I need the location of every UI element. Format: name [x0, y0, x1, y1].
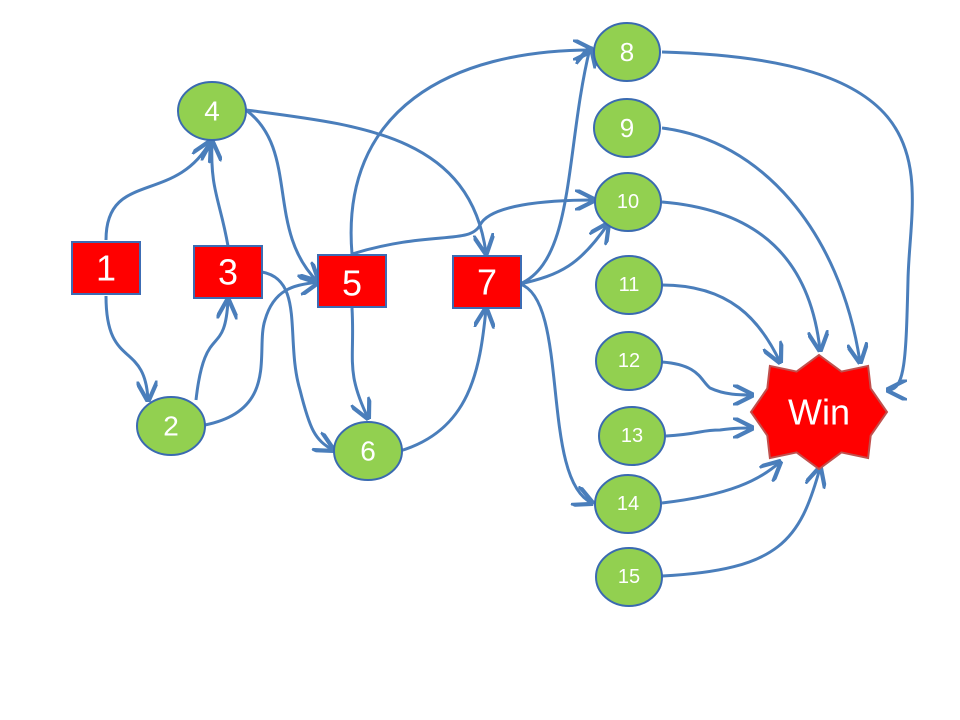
node-5[interactable]: 5: [317, 254, 387, 308]
win-label: Win: [788, 392, 850, 433]
edge-10-win: [661, 200, 820, 350]
edge-3-4: [212, 142, 230, 247]
node-2[interactable]: 2: [136, 396, 206, 456]
node-2-label: 2: [163, 411, 179, 442]
node-3-label: 3: [218, 252, 238, 293]
edge-4-5: [245, 108, 318, 282]
win-node[interactable]: Win: [749, 353, 889, 471]
node-10-label: 10: [617, 191, 639, 213]
node-11[interactable]: 11: [595, 255, 663, 315]
node-14[interactable]: 14: [594, 474, 662, 534]
node-9[interactable]: 9: [593, 98, 661, 158]
node-1[interactable]: 1: [71, 241, 141, 295]
node-12[interactable]: 12: [595, 331, 663, 391]
node-8[interactable]: 8: [593, 22, 661, 82]
node-9-label: 9: [620, 113, 634, 143]
edge-9-win: [661, 126, 860, 362]
node-5-label: 5: [342, 263, 362, 304]
node-14-label: 14: [617, 493, 639, 515]
node-7-label: 7: [477, 262, 497, 303]
edge-7-8: [519, 48, 590, 286]
edge-1-2: [104, 295, 148, 400]
node-6[interactable]: 6: [333, 421, 403, 481]
edge-11-win: [661, 283, 780, 362]
edge-2-5: [204, 282, 318, 427]
node-8-label: 8: [620, 37, 634, 67]
win-star-shape: [749, 353, 889, 471]
edge-12-win: [661, 360, 752, 395]
edge-15-win: [661, 468, 820, 578]
node-15-label: 15: [618, 566, 640, 588]
node-1-label: 1: [96, 248, 116, 289]
edge-2-3: [194, 300, 228, 401]
node-15[interactable]: 15: [595, 547, 663, 607]
edge-14-win: [661, 462, 780, 505]
node-10[interactable]: 10: [594, 172, 662, 232]
edge-5-6: [352, 307, 368, 418]
edge-6-7: [399, 309, 486, 453]
node-13-label: 13: [621, 425, 643, 447]
edge-1-4: [104, 142, 210, 241]
node-12-label: 12: [618, 350, 640, 372]
node-3[interactable]: 3: [193, 245, 263, 299]
node-6-label: 6: [360, 436, 376, 467]
edge-4-7: [245, 108, 486, 253]
node-11-label: 11: [619, 274, 640, 296]
node-13[interactable]: 13: [598, 406, 666, 466]
edge-8-win: [661, 50, 914, 390]
node-7[interactable]: 7: [452, 255, 522, 309]
edge-7-14: [519, 282, 592, 503]
edges: [104, 48, 914, 578]
edge-7-10: [519, 224, 608, 286]
edge-5-10: [351, 200, 594, 256]
edge-3-6: [261, 270, 333, 450]
node-4[interactable]: 4: [177, 81, 247, 141]
edge-5-8: [349, 50, 592, 255]
node-4-label: 4: [204, 96, 220, 127]
edge-13-win: [665, 428, 752, 436]
